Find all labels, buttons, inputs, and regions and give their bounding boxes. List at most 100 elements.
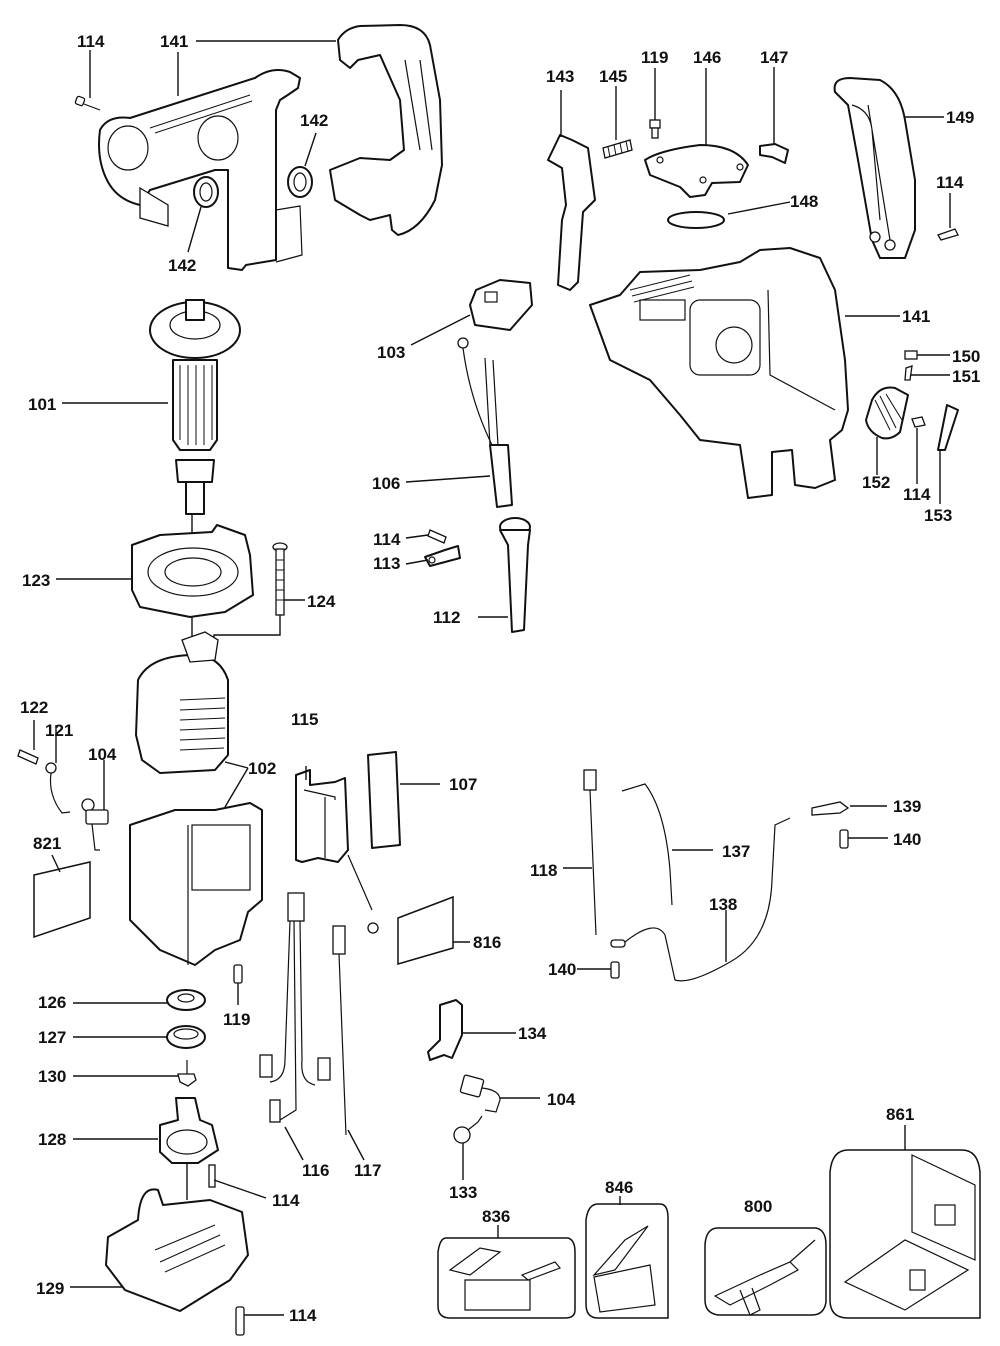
part-126-bearing [73,989,206,1011]
part-152-selector-knob [865,386,909,475]
label-114-cord: 114 [373,530,401,549]
label-117: 117 [354,1161,381,1180]
label-112: 112 [433,608,460,627]
part-146-cover-plate [644,68,749,198]
part-140-screw-right [839,829,888,849]
part-115-module-holder [295,766,379,934]
label-138: 138 [709,895,737,914]
part-861-carrying-case [829,1125,981,1319]
label-141-left: 141 [160,32,188,51]
part-114-screw-cord [405,529,447,544]
part-150-clip [904,350,950,360]
label-122: 122 [20,698,48,717]
part-122-screw [17,720,39,765]
part-800-accessory-tool [704,1227,827,1316]
label-137: 137 [722,842,750,861]
part-114-screw-bottom [235,1306,284,1336]
label-142-lower: 142 [168,256,196,275]
label-133: 133 [449,1183,477,1202]
part-104-brush-left [81,760,109,851]
label-821: 821 [33,834,61,853]
label-145: 145 [599,67,627,86]
part-149-handle-cover [833,77,944,259]
part-141-housing-right [589,247,900,499]
part-102-field [135,631,229,774]
part-113-cord-clamp [405,545,461,567]
part-121-ground-wire [45,725,71,814]
part-129-end-cap [70,1163,249,1312]
part-117-lead-wire [332,925,365,1161]
part-137-lead-wire [621,783,713,906]
part-123-baffle [56,524,254,618]
label-141-right: 141 [902,307,930,326]
part-821-label [33,854,91,939]
label-130: 130 [38,1067,66,1086]
part-846-kit-box [585,1196,669,1319]
label-134: 134 [518,1024,547,1043]
part-107-module [367,751,440,849]
label-129: 129 [36,1279,64,1298]
part-140-screw-left [577,961,620,979]
part-116-wire-harness [259,892,331,1161]
label-114-bottom: 114 [289,1306,317,1325]
part-118-lead-wire [563,769,597,936]
part-114-screw-top-left [74,50,101,111]
part-112-cord-protector [478,517,531,633]
part-130-nut [73,1060,197,1087]
part-142-seal-a [187,176,219,253]
label-119-bottom: 119 [223,1010,250,1029]
label-104-right: 104 [547,1090,576,1109]
label-114-knob: 114 [903,485,931,504]
part-114-screw-knob [911,416,926,484]
label-127: 127 [38,1028,66,1047]
label-800: 800 [744,1197,772,1216]
label-115: 115 [291,710,318,729]
label-140-left: 140 [548,960,576,979]
part-133-brush-spring [453,1115,483,1180]
label-126: 126 [38,993,66,1012]
label-148: 148 [790,192,818,211]
label-147: 147 [760,48,788,67]
part-141-housing-left [98,52,303,271]
label-119-top: 119 [641,48,668,67]
label-121: 121 [45,721,73,740]
callout-labels: 114 141 142 142 143 145 119 146 147 148 … [20,32,980,1325]
label-836: 836 [482,1207,510,1226]
label-123: 123 [22,571,50,590]
label-139: 139 [893,797,921,816]
label-816: 816 [473,933,501,952]
label-124: 124 [307,592,336,611]
label-152: 152 [862,473,890,492]
label-101: 101 [28,395,56,414]
label-103: 103 [377,343,405,362]
label-102: 102 [248,759,276,778]
part-134-brush-holder [427,999,516,1061]
label-143: 143 [546,67,574,86]
part-138-ground-lead [610,817,791,982]
part-114-screw-endcap [208,1164,267,1199]
label-149: 149 [946,108,974,127]
part-103-switch [410,279,533,346]
part-128-brush-ring [73,1097,219,1164]
label-114-top-left: 114 [77,32,105,51]
label-140-right: 140 [893,830,921,849]
part-119-screw-top [649,68,661,139]
part-148-o-ring [667,201,791,229]
part-141-housing-top-right [196,24,443,236]
part-119-screw-bottom [233,964,243,1005]
label-846: 846 [605,1178,633,1197]
part-836-kit-tray [437,1225,576,1319]
label-106: 106 [372,474,400,493]
label-118: 118 [530,861,557,880]
part-102-motor-housing [129,761,263,966]
label-146: 146 [693,48,721,67]
part-101-armature [62,299,241,535]
part-104-brush-right [459,1074,540,1113]
part-153-lever [937,404,959,504]
label-861: 861 [886,1105,914,1124]
part-127-bearing-retainer [73,1025,206,1049]
label-114-right: 114 [936,173,964,192]
label-153: 153 [924,506,952,525]
label-150: 150 [952,347,980,366]
